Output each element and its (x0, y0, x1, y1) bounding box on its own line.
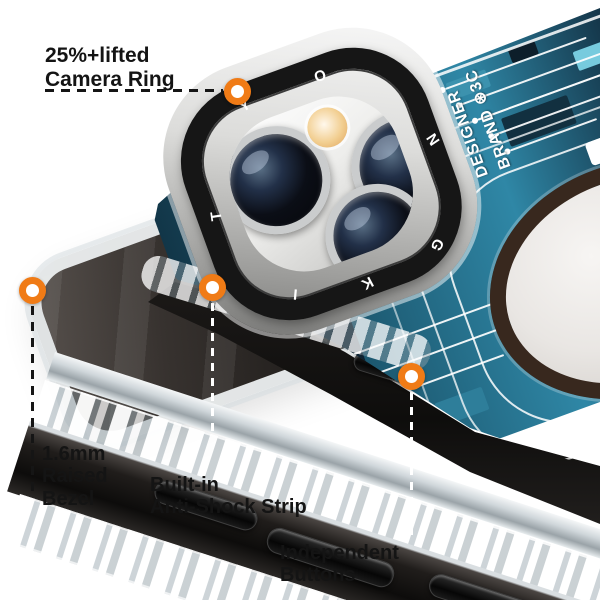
microphone-dot (424, 168, 431, 182)
callout-bezel-line1: 1.6mm (42, 443, 106, 465)
ring-letter: I (292, 285, 299, 303)
callout-bezel-line2: Raised (42, 465, 108, 488)
leader-line-buttons (410, 392, 413, 536)
callout-camera-ring-line1: 25%+lifted (45, 44, 150, 67)
callout-camera-ring-line2: Camera Ring (45, 67, 175, 91)
callout-strip-line1: Built-in (150, 474, 219, 496)
leader-line-strip (211, 303, 214, 437)
target-marker-strip-icon (199, 274, 226, 301)
callout-bezel: 1.6mm Raised Bezel (42, 443, 108, 510)
target-marker-bezel-icon (19, 277, 46, 304)
ring-letter: T (207, 210, 226, 222)
callout-buttons-line1: Independent (280, 542, 399, 564)
ring-letter: O (312, 66, 329, 87)
callout-bezel-line3: Bezel (42, 487, 95, 510)
callout-camera-ring: 25%+lifted Camera Ring (45, 44, 175, 91)
leader-line-camera-ring (45, 89, 223, 92)
callout-buttons: Independent Buttons (280, 542, 399, 587)
callout-buttons-line2: Buttons (280, 564, 356, 587)
ring-letter: K (358, 272, 377, 293)
ring-letter: N (422, 130, 443, 150)
leader-line-bezel (31, 306, 34, 496)
callout-strip: Built-in Anti-Shock Strip (150, 474, 307, 519)
target-marker-camera-ring-icon (224, 78, 251, 105)
ring-letter: G (426, 235, 448, 254)
callout-strip-line2: Anti-Shock Strip (150, 496, 307, 519)
target-marker-buttons-icon (398, 363, 425, 390)
